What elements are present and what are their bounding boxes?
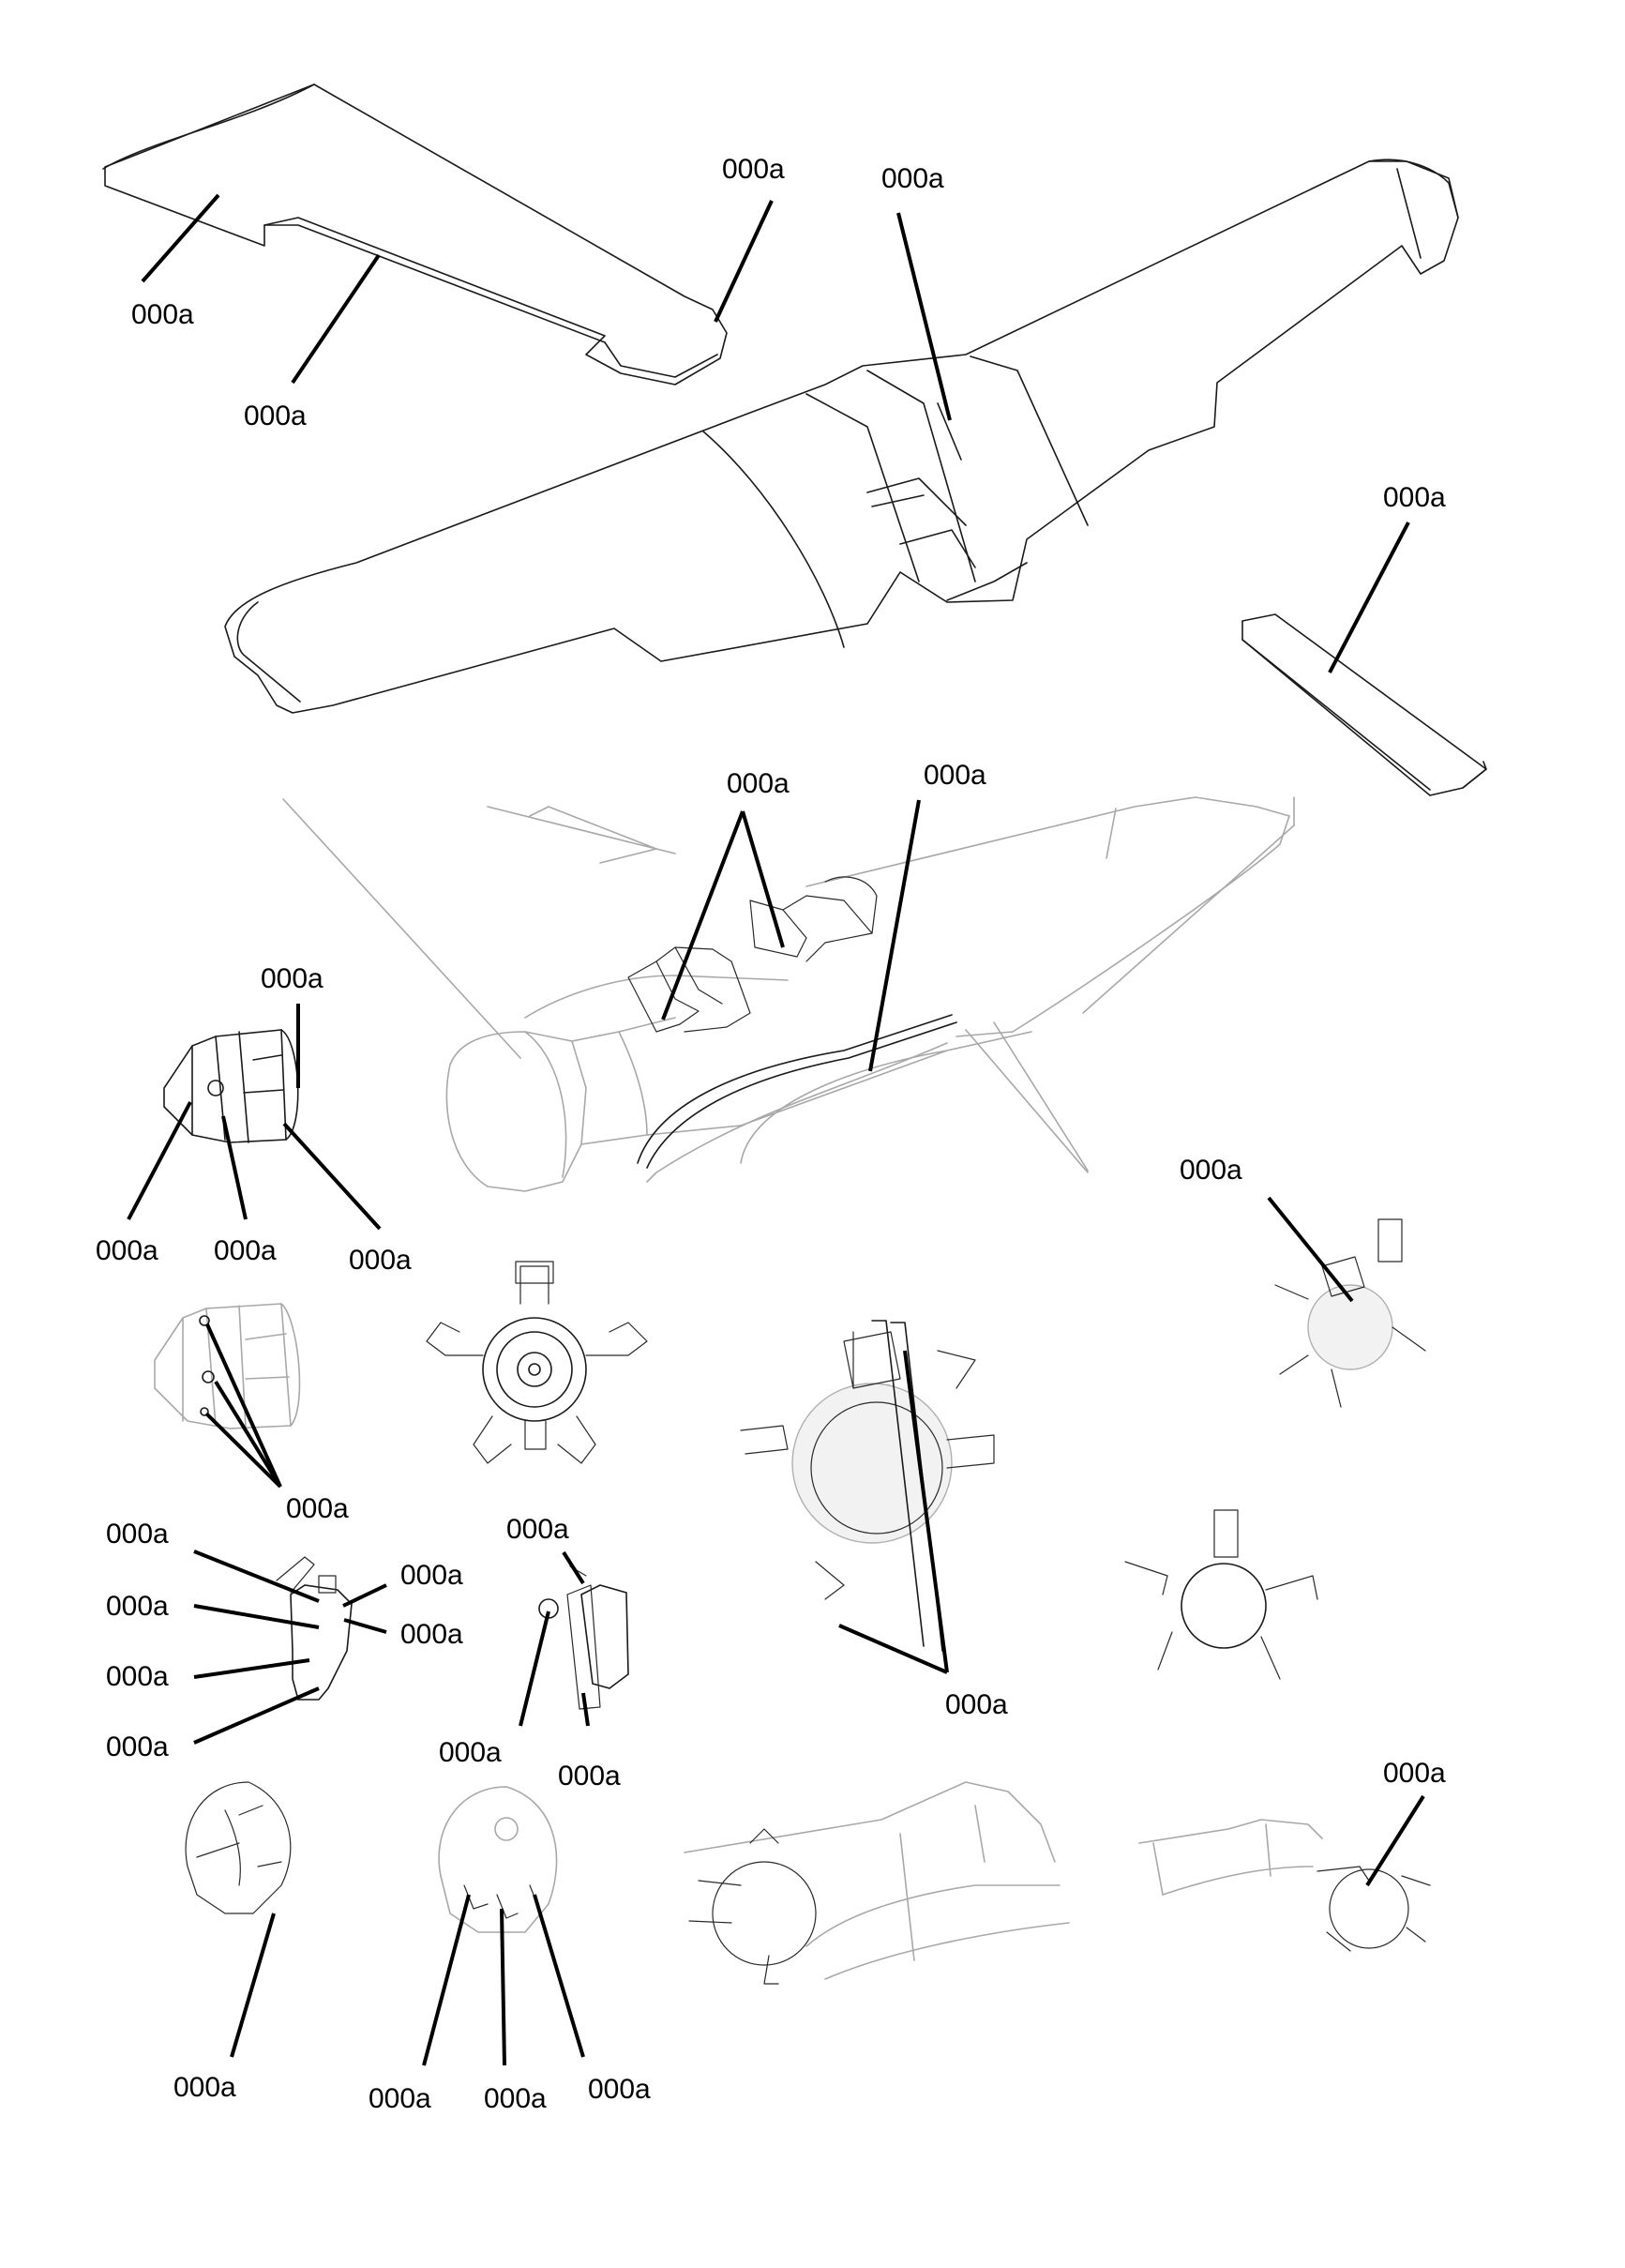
callout-label: 000a xyxy=(261,963,323,994)
radial-engine-perspective-large xyxy=(740,1320,995,1652)
callout-label: 000a xyxy=(106,1731,169,1762)
callout-label: 000a xyxy=(727,768,790,799)
nose-install-view-center xyxy=(684,1781,1070,1985)
callout-label: 000a xyxy=(106,1591,169,1622)
callout-label: 000a xyxy=(1383,1758,1446,1789)
left-outer-wing-panel xyxy=(102,83,728,386)
callout-label: 000a xyxy=(244,401,307,431)
radial-engine-front-view xyxy=(426,1261,648,1464)
callout-label: 000a xyxy=(588,2074,651,2105)
exhaust-collector-left xyxy=(185,1781,292,1914)
callout-label: 000a xyxy=(96,1235,158,1266)
callout-label: 000a xyxy=(214,1235,277,1266)
right-horizontal-stabilizer xyxy=(1241,613,1487,796)
callout-label: 000a xyxy=(173,2072,236,2103)
cylinder-detail-center xyxy=(538,1565,629,1710)
callout-label: 000a xyxy=(286,1493,349,1524)
callout-label: 000a xyxy=(369,2083,431,2114)
callout-label: 000a xyxy=(400,1619,463,1650)
callout-label: 000a xyxy=(924,760,986,791)
callout-label: 000a xyxy=(558,1761,621,1792)
callout-label: 000a xyxy=(439,1737,502,1768)
leader-lines xyxy=(127,193,1425,2066)
callout-label: 000a xyxy=(506,1514,569,1545)
callout-label: 000a xyxy=(106,1519,169,1550)
nose-install-view-right xyxy=(1138,1819,1431,1952)
callout-label: 000a xyxy=(1383,482,1446,513)
callout-labels: 000a 000a 000a 000a 000a 000a 000a 000a … xyxy=(96,154,1446,2114)
engine-cowling-detail xyxy=(163,1029,299,1143)
radial-engine-perspective-right-bottom xyxy=(1124,1509,1318,1680)
radial-engine-perspective-right-top xyxy=(1274,1218,1426,1408)
callout-label: 000a xyxy=(945,1689,1008,1720)
callout-label: 000a xyxy=(722,154,785,185)
fuselage-ghost xyxy=(282,796,1295,1192)
callout-label: 000a xyxy=(349,1245,412,1276)
callout-label: 000a xyxy=(131,299,194,330)
callout-label: 000a xyxy=(400,1560,463,1591)
callout-label: 000a xyxy=(106,1661,169,1692)
callout-label: 000a xyxy=(881,163,944,194)
callout-label: 000a xyxy=(1180,1155,1242,1186)
callout-label: 000a xyxy=(484,2083,547,2114)
center-wing-assembly xyxy=(224,159,1459,714)
cylinder-detail-left xyxy=(276,1556,353,1701)
